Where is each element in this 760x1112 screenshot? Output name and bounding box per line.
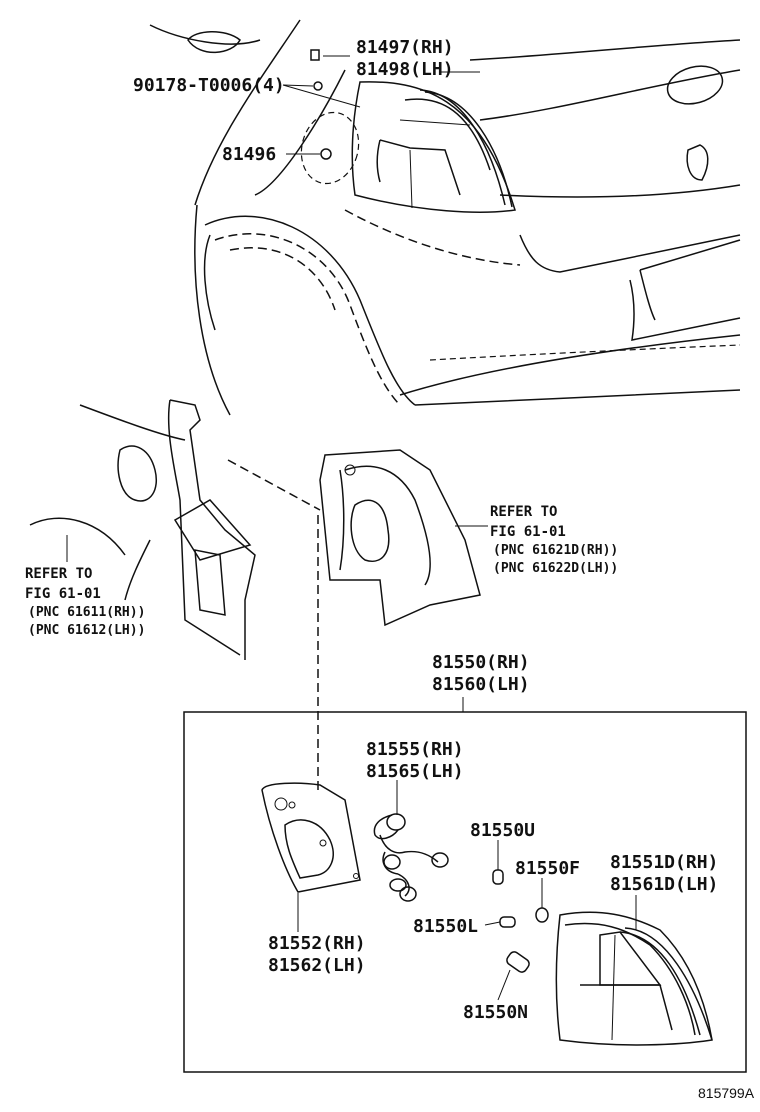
label-81497: 81497(RH) [356, 37, 454, 58]
assembly-box [183, 711, 747, 1073]
label-81561d: 81561D(LH) [610, 874, 718, 895]
label-81498: 81498(LH) [356, 59, 454, 80]
ref2-line1: REFER TO [490, 504, 557, 520]
ref2-pnc2: (PNC 61622D(LH)) [493, 561, 618, 576]
ref2-pnc1: (PNC 61621D(RH)) [493, 543, 618, 558]
label-81550u: 81550U [470, 820, 535, 841]
ref1-line2: FIG 61-01 [25, 586, 101, 602]
label-81550: 81550(RH) [432, 652, 530, 673]
label-81496: 81496 [222, 144, 276, 165]
label-81560: 81560(LH) [432, 674, 530, 695]
ref2-line2: FIG 61-01 [490, 524, 566, 540]
bulb-81550n [497, 951, 530, 1001]
ref1-pnc2: (PNC 61612(LH)) [28, 623, 145, 638]
label-90178: 90178-T0006(4) [133, 75, 285, 96]
bulb-81550f [535, 878, 549, 923]
label-81555: 81555(RH) [366, 739, 464, 760]
ref1-pnc1: (PNC 61611(RH)) [28, 605, 145, 620]
bulb-81550u [492, 840, 504, 885]
ref1-line1: REFER TO [25, 566, 92, 582]
gasket-81552 [261, 782, 361, 932]
bulb-81550l [484, 916, 516, 928]
figure-id: 815799A [698, 1085, 755, 1101]
label-81551d: 81551D(RH) [610, 852, 718, 873]
label-81550l: 81550L [413, 916, 478, 937]
fasteners [310, 49, 332, 160]
label-81550n: 81550N [463, 1002, 528, 1023]
part-labels: 81497(RH) 81498(LH) 90178-T0006(4) 81496… [25, 37, 755, 1101]
leader-lines-upper [66, 55, 488, 712]
label-81565: 81565(LH) [366, 761, 464, 782]
car-body-illustration [29, 19, 741, 790]
label-81550f: 81550F [515, 858, 580, 879]
label-81562: 81562(LH) [268, 955, 366, 976]
tail-lamp-81551d [555, 895, 713, 1046]
label-81552: 81552(RH) [268, 933, 366, 954]
socket-wire-81555 [373, 780, 449, 902]
